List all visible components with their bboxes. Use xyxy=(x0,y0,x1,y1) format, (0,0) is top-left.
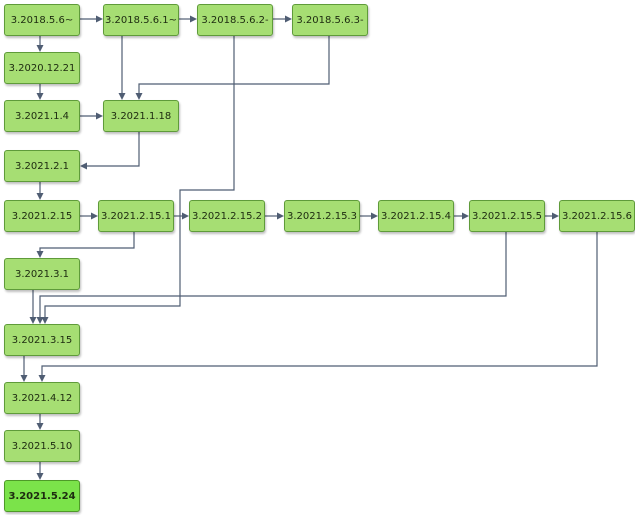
arrowhead xyxy=(80,162,87,170)
edge-v2018-5-6-2-to-v2021-3-15 xyxy=(41,36,235,324)
arrowhead xyxy=(36,317,44,324)
edge-v2021-4-12-to-v2021-5-10 xyxy=(36,414,44,430)
arrowhead xyxy=(41,317,49,324)
arrowhead xyxy=(91,212,98,220)
arrowhead xyxy=(277,212,284,220)
arrowhead xyxy=(96,15,103,23)
version-node-v2021-2-15-5[interactable]: 3.2021.2.15.5 xyxy=(469,200,545,232)
edge-v2021-2-15-1-to-v2021-2-15-2 xyxy=(174,212,189,220)
edge-v2018-5-6-1-to-v2021-1-18 xyxy=(118,36,126,100)
edge-v2018-5-6-3-to-v2021-1-18 xyxy=(135,36,330,100)
version-node-v2018-5-6-2[interactable]: 3.2018.5.6.2- xyxy=(197,4,273,36)
arrowhead xyxy=(36,93,44,100)
edge-v2021-2-15-5-to-v2021-3-15 xyxy=(36,232,507,324)
edge-v2021-1-18-to-v2021-2-1 xyxy=(80,132,140,170)
version-node-v2021-3-1[interactable]: 3.2021.3.1 xyxy=(4,258,80,290)
edge-v2021-2-15-3-to-v2021-2-15-4 xyxy=(360,212,378,220)
arrowhead xyxy=(118,93,126,100)
arrowhead xyxy=(462,212,469,220)
edge-v2021-2-15-2-to-v2021-2-15-3 xyxy=(265,212,284,220)
arrowhead xyxy=(135,93,143,100)
edge-v2020-12-21-to-v2021-1-4 xyxy=(36,84,44,100)
arrowhead xyxy=(36,251,44,258)
version-node-v2021-3-15[interactable]: 3.2021.3.15 xyxy=(4,324,80,356)
arrowhead xyxy=(36,193,44,200)
version-node-v2021-5-10[interactable]: 3.2021.5.10 xyxy=(4,430,80,462)
arrowhead xyxy=(285,15,292,23)
edge-v2021-2-15-5-to-v2021-2-15-6 xyxy=(545,212,559,220)
edge-v2021-2-15-4-to-v2021-2-15-5 xyxy=(454,212,469,220)
arrowhead xyxy=(20,375,28,382)
arrowhead xyxy=(182,212,189,220)
arrowhead xyxy=(371,212,378,220)
edge-line xyxy=(44,36,235,318)
version-node-v2021-2-15-6[interactable]: 3.2021.2.15.6 xyxy=(559,200,635,232)
edge-line xyxy=(86,132,140,167)
version-node-v2021-2-1[interactable]: 3.2021.2.1 xyxy=(4,150,80,182)
arrowhead xyxy=(96,112,103,120)
edge-v2021-2-15-1-to-v2021-3-1 xyxy=(36,232,135,258)
arrowhead xyxy=(190,15,197,23)
edge-v2021-3-1-to-v2021-3-15 xyxy=(29,290,37,324)
version-node-v2021-2-15-2[interactable]: 3.2021.2.15.2 xyxy=(189,200,265,232)
version-node-v2021-2-15-3[interactable]: 3.2021.2.15.3 xyxy=(284,200,360,232)
edge-v2018-5-6-to-v2018-5-6-1 xyxy=(80,15,103,23)
edge-line xyxy=(39,232,507,318)
edge-v2021-3-15-to-v2021-4-12 xyxy=(20,356,28,382)
arrowhead xyxy=(552,212,559,220)
edge-v2021-2-1-to-v2021-2-15 xyxy=(36,182,44,200)
version-node-v2021-2-15[interactable]: 3.2021.2.15 xyxy=(4,200,80,232)
version-node-v2018-5-6-1[interactable]: 3.2018.5.6.1~ xyxy=(103,4,179,36)
arrowhead xyxy=(36,473,44,480)
version-node-v2021-1-4[interactable]: 3.2021.1.4 xyxy=(4,100,80,132)
version-node-v2021-1-18[interactable]: 3.2021.1.18 xyxy=(103,100,179,132)
edge-v2018-5-6-2-to-v2018-5-6-3 xyxy=(273,15,292,23)
version-node-v2018-5-6[interactable]: 3.2018.5.6~ xyxy=(4,4,80,36)
version-node-v2021-2-15-1[interactable]: 3.2021.2.15.1 xyxy=(98,200,174,232)
version-node-v2021-5-24[interactable]: 3.2021.5.24 xyxy=(4,480,80,512)
edge-line xyxy=(39,232,135,252)
arrowhead xyxy=(36,423,44,430)
edge-v2021-2-15-6-to-v2021-4-12 xyxy=(38,232,598,382)
edge-v2018-5-6-to-v2020-12-21 xyxy=(36,36,44,52)
version-node-v2018-5-6-3[interactable]: 3.2018.5.6.3- xyxy=(292,4,368,36)
arrowhead xyxy=(38,375,46,382)
edge-line xyxy=(41,232,598,376)
edge-v2018-5-6-1-to-v2018-5-6-2 xyxy=(179,15,197,23)
version-node-v2020-12-21[interactable]: 3.2020.12.21 xyxy=(4,52,80,84)
version-node-v2021-4-12[interactable]: 3.2021.4.12 xyxy=(4,382,80,414)
edge-v2021-5-10-to-v2021-5-24 xyxy=(36,462,44,480)
arrowhead xyxy=(36,45,44,52)
edge-v2021-2-15-to-v2021-2-15-1 xyxy=(80,212,98,220)
version-node-v2021-2-15-4[interactable]: 3.2021.2.15.4 xyxy=(378,200,454,232)
arrowhead xyxy=(29,317,37,324)
edge-v2021-1-4-to-v2021-1-18 xyxy=(80,112,103,120)
